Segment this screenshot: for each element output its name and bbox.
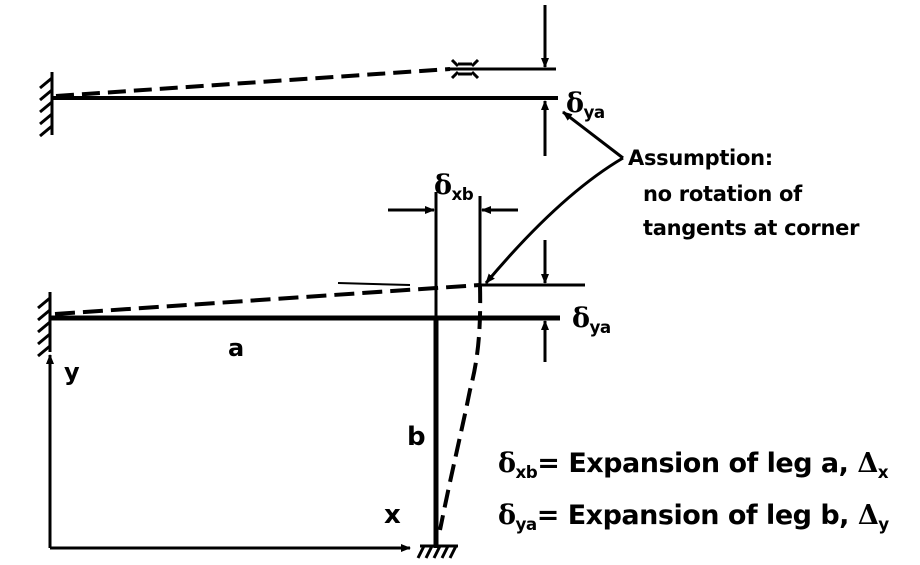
deflected-pipe-dashed [55, 67, 451, 98]
equation-delta-xb: δxb= Expansion of leg a, Δx [498, 448, 889, 480]
equation-text: = Expansion of leg a, [537, 448, 858, 479]
delta-subscript: ya [589, 316, 612, 337]
bottom-delta-ya-label: δya [572, 303, 611, 335]
deflected-leg-a-dashed [54, 283, 481, 316]
deflected-leg-b-dashed [438, 284, 483, 531]
assumption-leaders [484, 110, 624, 284]
delta-symbol: δ [572, 303, 590, 334]
x-axis-label: x [384, 500, 401, 530]
delta-symbol: δ [566, 88, 584, 119]
bottom-l-bend [37, 192, 585, 559]
assumption-line-2: tangents at corner [643, 216, 860, 240]
assumption-title: Assumption: [628, 146, 773, 170]
delta-subscript: ya [515, 513, 538, 534]
delta-symbol: δ [498, 448, 516, 479]
fixed-support-left-icon [37, 292, 52, 358]
leg-a-label: a [228, 334, 245, 362]
equation-text: = Expansion of leg b, [536, 500, 858, 531]
capital-delta-symbol: Δ [857, 448, 878, 479]
fixed-support-bottom-icon [416, 544, 458, 559]
assumption-line-1: no rotation of [643, 182, 802, 206]
delta-subscript: ya [583, 101, 606, 122]
delta-subscript: xb [515, 461, 538, 482]
y-axis-label: y [64, 358, 80, 386]
top-cantilever [39, 5, 558, 156]
delta-xb-label: δxb [434, 170, 474, 202]
capital-delta-subscript: x [877, 461, 889, 482]
leg-b-label: b [407, 422, 426, 452]
capital-delta-symbol: Δ [857, 500, 879, 531]
capital-delta-subscript: y [878, 513, 889, 534]
guide-icon [448, 58, 484, 80]
delta-symbol: δ [498, 500, 516, 531]
top-delta-ya-label: δya [566, 88, 605, 120]
equation-delta-ya: δya= Expansion of leg b, Δy [498, 500, 889, 532]
delta-symbol: δ [434, 170, 452, 201]
delta-subscript: xb [451, 183, 474, 204]
fixed-support-icon [39, 72, 54, 138]
